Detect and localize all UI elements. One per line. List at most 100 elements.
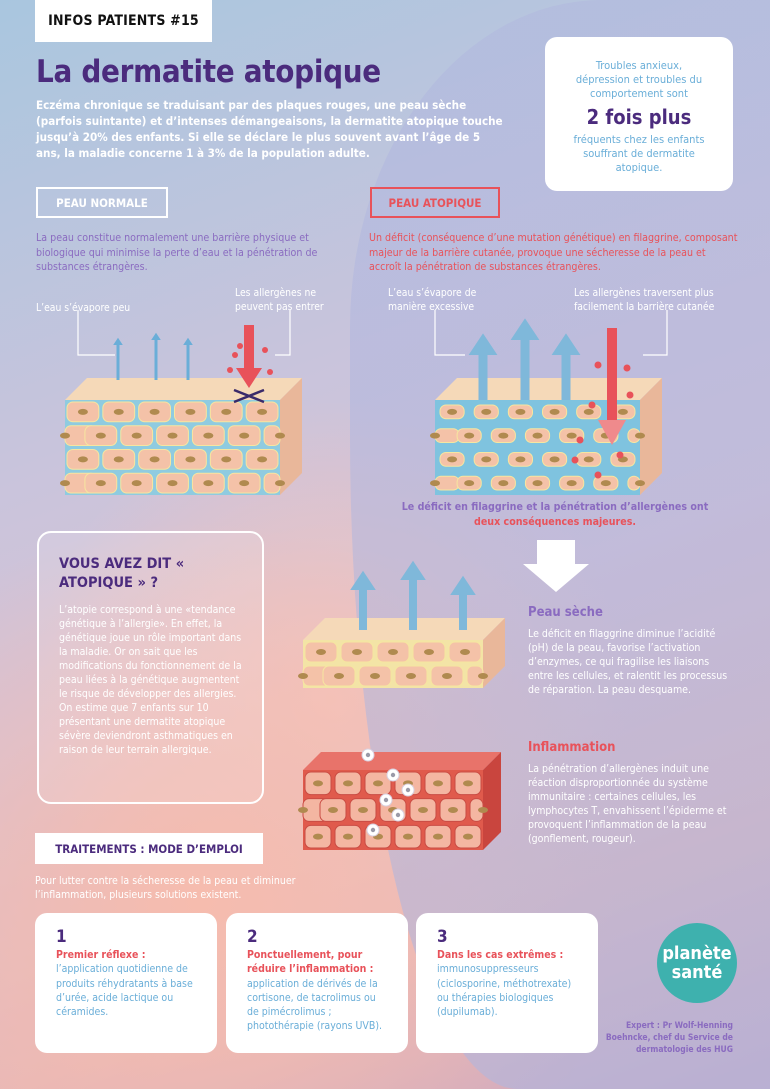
water-arrow-icon-head xyxy=(510,318,540,340)
cell-nucleus xyxy=(498,432,509,439)
cell-nucleus xyxy=(515,408,526,415)
cell-nucleus xyxy=(478,807,488,813)
cell-nucleus xyxy=(481,456,492,463)
card-title: Dans les cas extrêmes : xyxy=(437,949,564,962)
allergen-arrow-head xyxy=(598,420,626,445)
water-arrow-icon xyxy=(154,340,158,380)
skin-side xyxy=(483,752,501,850)
cell-nucleus xyxy=(77,456,88,463)
allergen-particle xyxy=(594,471,602,479)
cell-nucleus xyxy=(257,408,268,415)
allergen-particle xyxy=(626,391,634,399)
cell-nucleus xyxy=(600,480,611,487)
cell-nucleus xyxy=(460,649,470,655)
water-arrow-icon xyxy=(409,580,417,630)
cell-nucleus xyxy=(464,432,475,439)
cell-nucleus xyxy=(418,807,428,813)
cell-nucleus xyxy=(185,408,196,415)
cell-nucleus xyxy=(239,432,250,439)
conclusion-highlight: deux conséquences majeures. xyxy=(474,516,636,528)
cell-nucleus xyxy=(532,480,543,487)
allergen-particle xyxy=(267,369,273,375)
cell-nucleus xyxy=(566,432,577,439)
cell-nucleus xyxy=(221,456,232,463)
cell-nucleus xyxy=(203,432,214,439)
water-arrow-icon xyxy=(116,345,120,380)
lymphocyte-nucleus xyxy=(390,772,396,778)
allergen-particle xyxy=(227,367,233,373)
cell-nucleus xyxy=(403,833,413,840)
cell-nucleus xyxy=(275,480,285,487)
cell-nucleus xyxy=(113,456,124,463)
series-tag: INFOS PATIENTS #15 xyxy=(35,0,212,42)
treatment-card-3: 3 Dans les cas extrêmes : immunosuppress… xyxy=(416,913,598,1053)
logo-line-2: santé xyxy=(671,962,723,983)
card-text: application de dérivés de la cortisone, … xyxy=(247,977,383,1033)
cell-nucleus xyxy=(167,432,178,439)
cell-nucleus xyxy=(149,408,160,415)
cell-nucleus xyxy=(447,408,458,415)
water-arrow-icon-head xyxy=(551,333,581,355)
water-arrow-icon xyxy=(359,590,367,630)
cell-nucleus xyxy=(388,649,398,655)
cell-nucleus xyxy=(275,432,285,439)
down-arrow-icon xyxy=(523,540,589,592)
cell-nucleus xyxy=(352,649,362,655)
stat-box: Troubles anxieux, dépression et troubles… xyxy=(545,37,733,191)
treatment-card-2: 2 Ponctuellement, pour réduire l’inflamm… xyxy=(226,913,408,1053)
water-arrow-icon xyxy=(459,595,467,630)
inflammation-title: Inflammation xyxy=(528,740,616,755)
allergen-particle xyxy=(262,347,268,353)
water-arrow-icon-head xyxy=(183,337,193,345)
water-arrow-icon-head xyxy=(113,337,123,345)
cell-nucleus xyxy=(313,833,323,840)
cell-nucleus xyxy=(131,432,142,439)
treatments-label: TRAITEMENTS : MODE D’EMPLOI xyxy=(35,833,263,864)
cell-nucleus xyxy=(424,649,434,655)
cell-nucleus xyxy=(498,480,509,487)
cell-nucleus xyxy=(442,673,452,679)
card-number: 2 xyxy=(247,927,258,947)
skin-top-surface xyxy=(303,618,505,640)
callout-text: L’atopie correspond à une «tendance géné… xyxy=(59,604,242,756)
stat-before: Troubles anxieux, dépression et troubles… xyxy=(575,59,703,100)
blocked-cross-icon xyxy=(233,388,265,404)
callout-title: VOUS AVEZ DIT « ATOPIQUE » ? xyxy=(59,556,185,591)
inflammation-text: La pénétration d’allergènes induit une r… xyxy=(528,763,727,845)
cell-nucleus xyxy=(298,807,308,813)
cell-nucleus xyxy=(430,480,440,487)
cell-nucleus xyxy=(373,780,383,787)
cell-nucleus xyxy=(515,456,526,463)
cell-nucleus xyxy=(448,807,458,813)
water-arrow-icon-head xyxy=(468,333,498,355)
cell-nucleus xyxy=(430,432,440,439)
cell-nucleus xyxy=(635,480,645,487)
label-atopic-skin: PEAU ATOPIQUE xyxy=(370,187,500,218)
lymphocyte-nucleus xyxy=(370,827,376,833)
cell-nucleus xyxy=(583,456,594,463)
lymphocyte-nucleus xyxy=(383,797,389,803)
allergen-particle xyxy=(588,401,596,409)
cell-nucleus xyxy=(481,408,492,415)
allergen-arrow-icon xyxy=(244,325,254,370)
cell-nucleus xyxy=(60,432,70,439)
cell-nucleus xyxy=(221,408,232,415)
leader-line xyxy=(643,310,668,356)
card-title: Premier réflexe : xyxy=(56,949,146,962)
skin-top-surface xyxy=(65,378,302,400)
expert-credit: Expert : Pr Wolf-Henning Boehncke, chef … xyxy=(605,1021,733,1055)
allergen-arrow-head xyxy=(236,368,262,388)
cell-nucleus xyxy=(463,833,473,840)
water-arrow-icon xyxy=(478,355,488,400)
dry-skin-illustration xyxy=(298,560,505,688)
cell-nucleus xyxy=(447,456,458,463)
allergen-particle xyxy=(576,436,584,444)
cell-nucleus xyxy=(406,673,416,679)
water-arrow-icon xyxy=(561,355,571,400)
conclusion-main: Le déficit en filaggrine et la pénétrati… xyxy=(401,501,709,513)
skin-side xyxy=(640,378,662,495)
dry-skin-text: Le déficit en filaggrine diminue l’acidi… xyxy=(528,628,728,696)
cell-nucleus xyxy=(95,480,106,487)
cell-nucleus xyxy=(433,780,443,787)
